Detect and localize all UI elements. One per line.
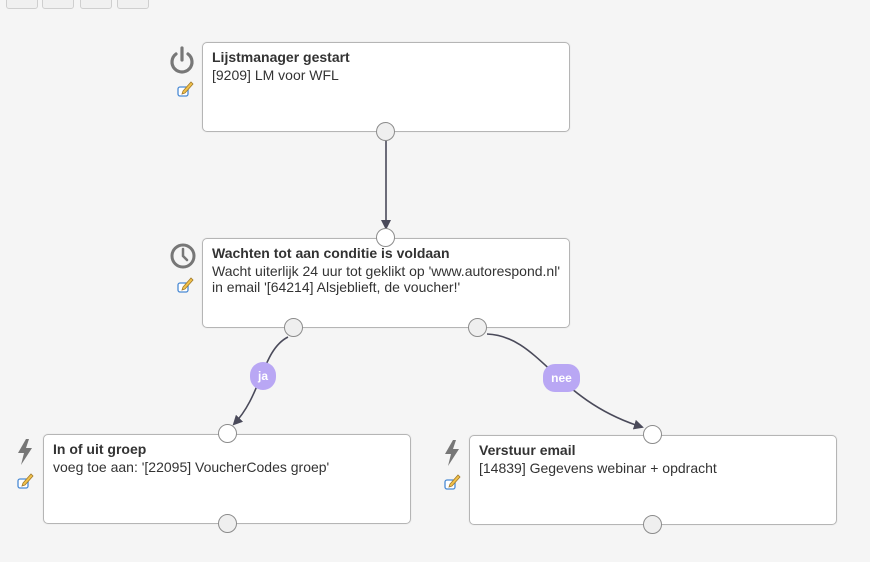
node-start[interactable]: Lijstmanager gestart [9209] LM voor WFL [202, 42, 570, 132]
toolbar-button-2[interactable] [42, 0, 74, 9]
output-port-no[interactable] [468, 318, 487, 337]
output-port[interactable] [643, 515, 662, 534]
clock-icon [169, 242, 197, 275]
edit-pencil-icon[interactable] [17, 471, 35, 489]
toolbar-button-1[interactable] [6, 0, 38, 9]
node-description: [14839] Gegevens webinar + opdracht [479, 460, 717, 476]
node-title: In of uit groep [53, 441, 147, 457]
lightning-icon [443, 439, 461, 472]
output-port-yes[interactable] [284, 318, 303, 337]
node-send-email[interactable]: Verstuur email [14839] Gegevens webinar … [469, 435, 837, 525]
lightning-icon [16, 438, 34, 471]
node-wait-condition[interactable]: Wachten tot aan conditie is voldaan Wach… [202, 238, 570, 328]
toolbar-button-3[interactable] [80, 0, 112, 9]
edit-pencil-icon[interactable] [177, 79, 195, 97]
output-port[interactable] [376, 122, 395, 141]
node-description: [9209] LM voor WFL [212, 67, 339, 83]
input-port[interactable] [376, 228, 395, 247]
node-title: Verstuur email [479, 442, 576, 458]
node-title: Lijstmanager gestart [212, 49, 350, 65]
node-group-action[interactable]: In of uit groep voeg toe aan: '[22095] V… [43, 434, 411, 524]
edit-pencil-icon[interactable] [444, 472, 462, 490]
input-port[interactable] [643, 425, 662, 444]
toolbar-button-4[interactable] [117, 0, 149, 9]
edge-label-yes[interactable]: ja [250, 362, 276, 390]
node-description: Wacht uiterlijk 24 uur tot geklikt op 'w… [212, 263, 560, 295]
node-title: Wachten tot aan conditie is voldaan [212, 245, 450, 261]
edge-label-no[interactable]: nee [543, 364, 580, 392]
node-description: voeg toe aan: '[22095] VoucherCodes groe… [53, 459, 330, 475]
edit-pencil-icon[interactable] [177, 275, 195, 293]
output-port[interactable] [218, 514, 237, 533]
power-icon [168, 46, 196, 81]
input-port[interactable] [218, 424, 237, 443]
